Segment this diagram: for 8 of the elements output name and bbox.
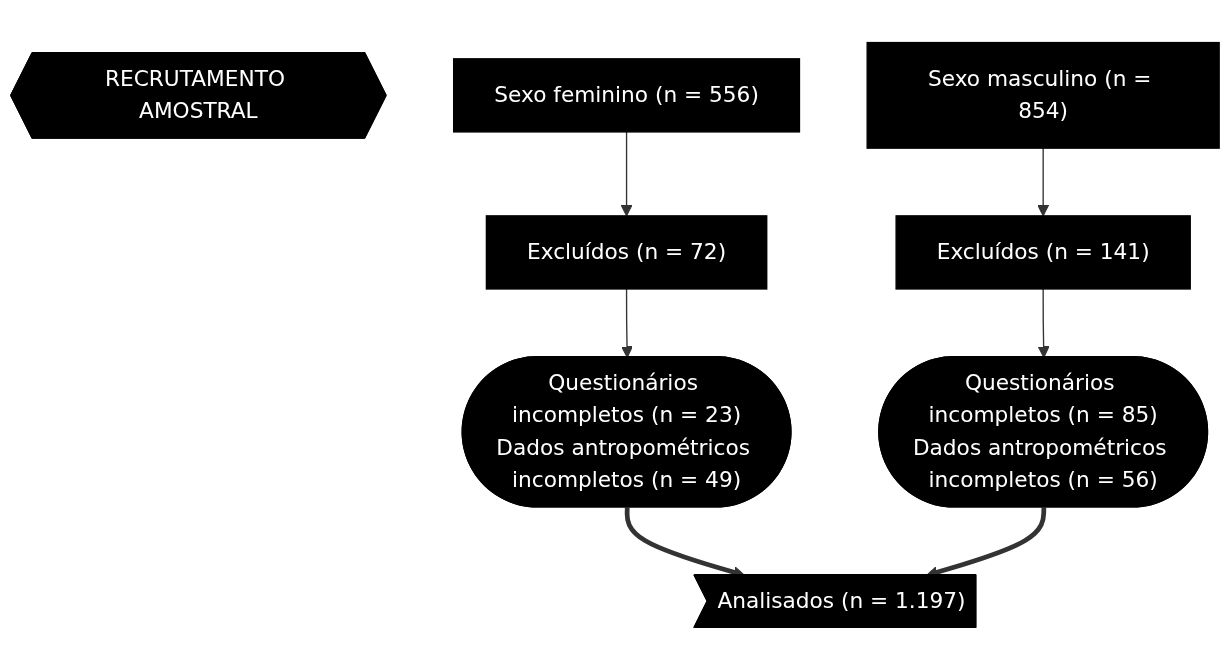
- arrow: [1037, 147, 1050, 217]
- arrow: [620, 131, 633, 217]
- arrow: [1037, 288, 1050, 358]
- arrow: [621, 288, 633, 358]
- node-box: Excluídos (n = 141): [895, 215, 1191, 290]
- node-box: Excluídos (n = 72): [485, 215, 768, 290]
- node-box: Sexo feminino (n = 556): [453, 58, 801, 133]
- node-box: Sexo masculino (n = 854): [866, 41, 1220, 149]
